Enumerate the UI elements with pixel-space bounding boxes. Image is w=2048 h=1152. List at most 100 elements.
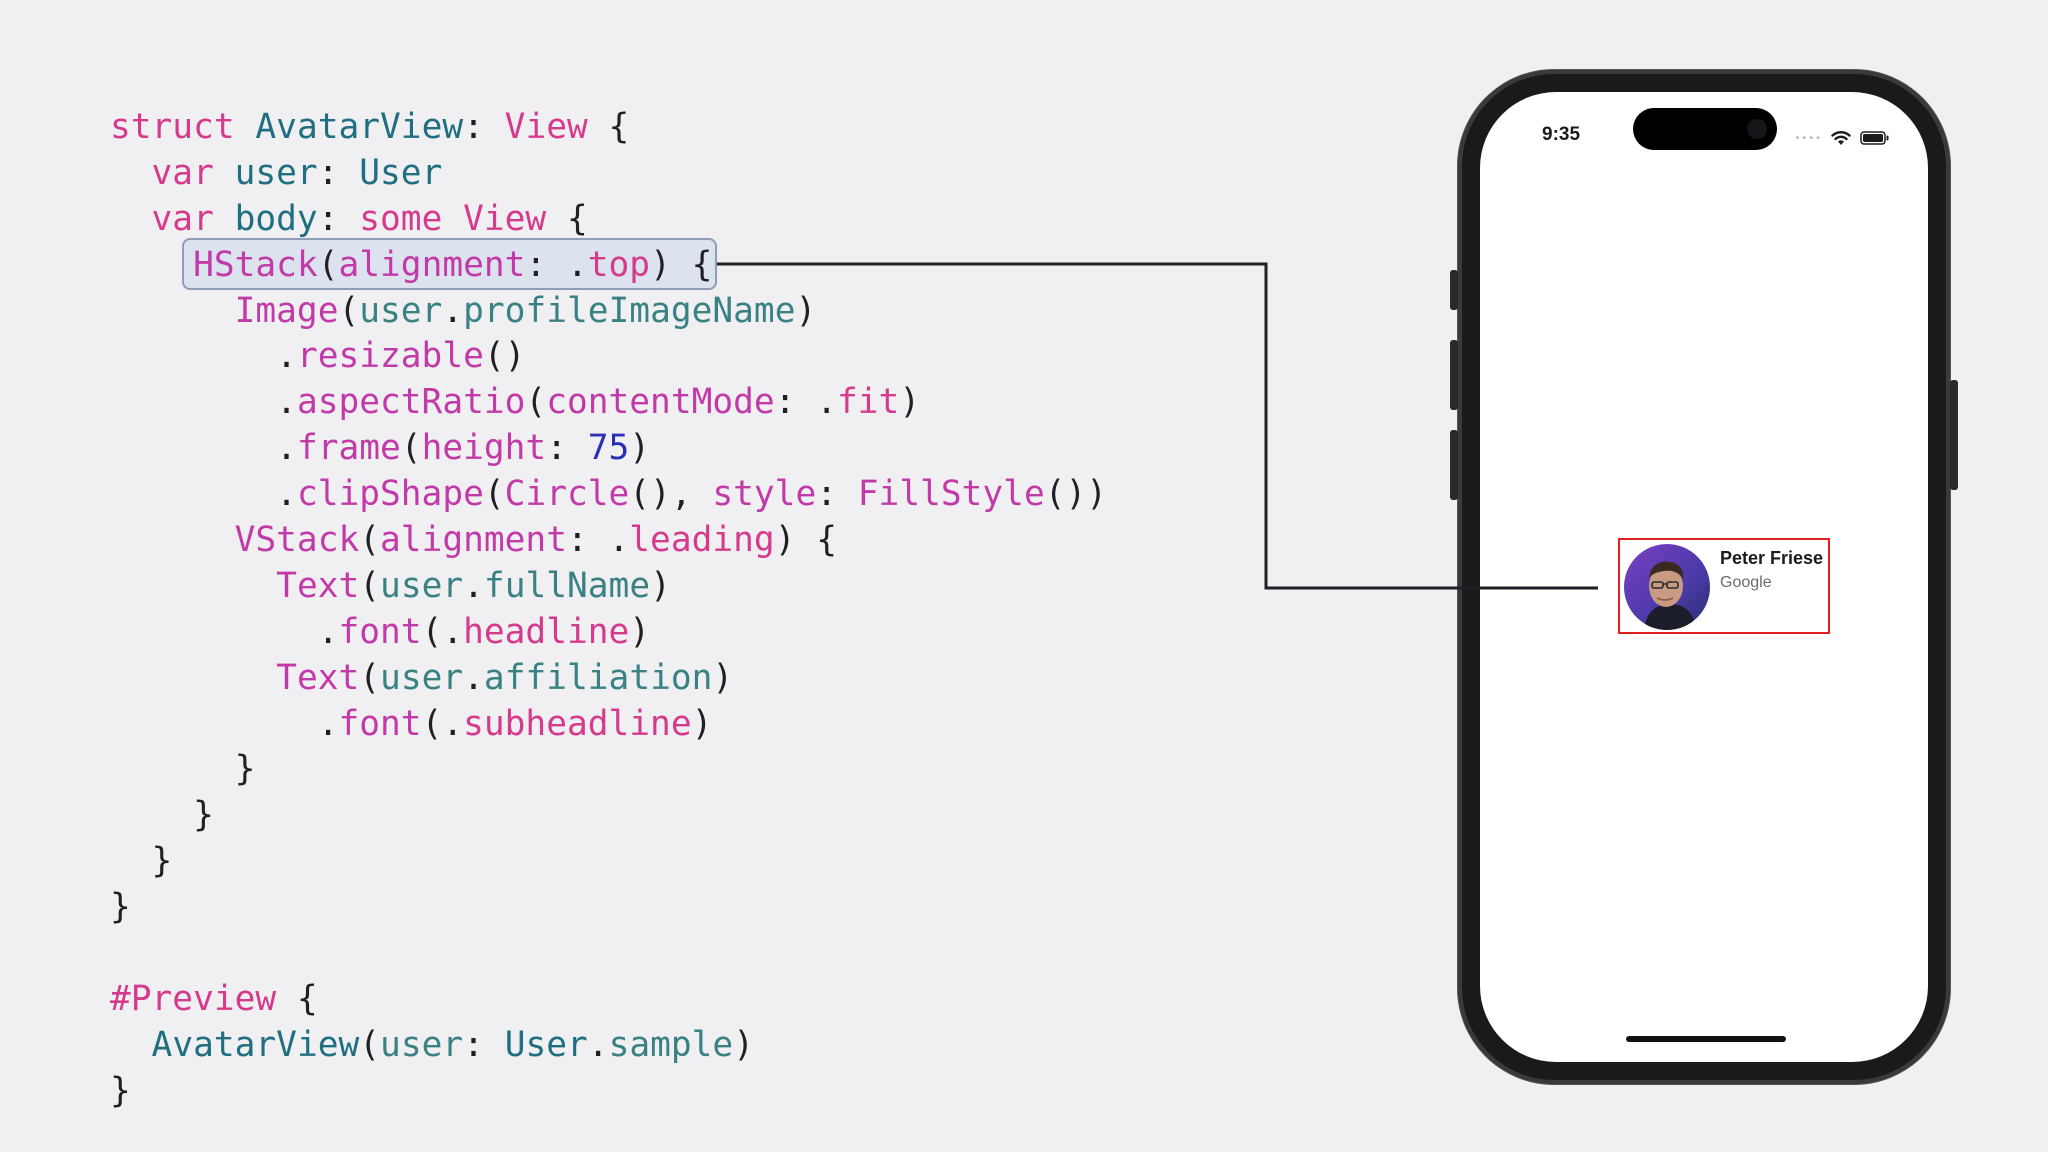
code-token: { (546, 198, 588, 239)
code-line: AvatarView(user: User.sample) (110, 1023, 1107, 1069)
volume-up-button (1450, 340, 1458, 410)
code-token: AvatarView (151, 1024, 360, 1065)
code-line: .resizable() (110, 334, 1107, 380)
code-token: . (110, 474, 297, 515)
code-token: ) { (650, 244, 713, 285)
code-token: 75 (587, 428, 630, 469)
code-token: frame (296, 428, 401, 469)
full-name-text: Peter Friese (1720, 548, 1824, 568)
code-token: user (234, 152, 318, 193)
code-line: .frame(height: 75) (110, 426, 1107, 472)
camera-lens-icon (1747, 119, 1767, 139)
code-token: : (317, 152, 360, 193)
code-token: ) (733, 1024, 754, 1065)
code-token: top (587, 244, 651, 285)
code-line: .clipShape(Circle(), style: FillStyle()) (110, 472, 1107, 518)
affiliation-text: Google (1720, 574, 1772, 591)
code-line: } (110, 839, 1107, 885)
code-token: fullName (483, 565, 651, 606)
code-token: user (380, 657, 464, 698)
code-line: .font(.subheadline) (110, 702, 1107, 748)
code-token: ) (629, 611, 651, 652)
code-token: alignment (380, 520, 567, 561)
code-token: ) (650, 565, 671, 606)
code-token: font (338, 611, 422, 652)
code-token: ( (317, 244, 339, 285)
mute-switch (1450, 270, 1458, 310)
code-line: .aspectRatio(contentMode: .fit) (110, 380, 1107, 426)
code-token: ( (359, 520, 381, 561)
code-token: User (504, 1024, 588, 1065)
code-token: headline (463, 611, 630, 652)
code-line: } (110, 747, 1107, 793)
code-token: . (442, 290, 464, 331)
power-button (1950, 380, 1958, 490)
code-token: . (110, 428, 297, 469)
code-line: } (110, 793, 1107, 839)
code-token: (), (629, 474, 713, 515)
code-line: var user: User (110, 151, 1107, 197)
code-token: alignment (338, 244, 526, 285)
code-token: . (110, 336, 297, 377)
code-token: ()) (1044, 474, 1108, 515)
cellular-signal-icon: •••• (1794, 132, 1822, 144)
code-line: Image(user.profileImageName) (110, 289, 1107, 335)
code-token: . (463, 565, 484, 606)
code-token: FillStyle (857, 474, 1045, 515)
code-token: ( (525, 382, 547, 423)
dynamic-island (1633, 108, 1777, 150)
code-token: user (380, 565, 464, 606)
code-token: (. (421, 703, 464, 744)
code-token: user (380, 1024, 464, 1065)
profile-photo (1624, 544, 1710, 630)
code-token: Text (276, 657, 360, 698)
code-token: some View (359, 198, 547, 239)
code-token: User (359, 152, 443, 193)
code-token: : (463, 107, 505, 147)
code-token: leading (629, 520, 775, 561)
code-editor: struct AvatarView: View { var user: User… (110, 105, 1107, 1115)
code-token: aspectRatio (296, 382, 526, 423)
status-time: 9:35 (1542, 124, 1581, 145)
code-token: fit (837, 382, 900, 423)
code-token: : (546, 428, 588, 469)
code-token: ) (795, 290, 817, 331)
code-token: AvatarView (255, 107, 464, 147)
code-token: affiliation (483, 657, 713, 698)
code-token: { (587, 107, 630, 147)
code-token: } (110, 795, 214, 836)
code-token: } (110, 1070, 131, 1111)
code-token: (. (421, 611, 464, 652)
status-icons: •••• (1794, 130, 1890, 146)
code-token: : . (774, 382, 837, 423)
code-token: struct (110, 107, 256, 147)
code-token: : . (525, 244, 588, 285)
code-token: VStack (234, 520, 360, 561)
code-token: Circle (504, 474, 630, 515)
code-token: . (587, 1024, 609, 1065)
code-token: ) { (774, 520, 837, 561)
code-line: } (110, 1069, 1107, 1115)
code-line: struct AvatarView: View { (110, 105, 1107, 151)
code-token: ( (359, 657, 381, 698)
code-token: View (504, 107, 588, 147)
phone-mockup: 9:35 •••• (1450, 70, 1958, 1084)
code-line: VStack(alignment: .leading) { (110, 518, 1107, 564)
code-token: HStack (193, 244, 318, 285)
wifi-icon (1831, 131, 1851, 145)
code-token: . (110, 611, 339, 652)
code-token: user (359, 290, 443, 331)
code-line-highlighted: HStack(alignment: .top) { (110, 243, 1107, 289)
code-token: : (463, 1024, 505, 1065)
code-token: ( (483, 474, 505, 515)
code-token: () (483, 336, 526, 377)
avatar-view-preview[interactable]: Peter Friese Google (1618, 538, 1830, 634)
code-token: height (421, 428, 547, 469)
battery-icon (1860, 131, 1889, 145)
code-token: font (338, 703, 422, 744)
code-token: var (110, 152, 235, 193)
code-token: { (276, 978, 318, 1019)
code-token: ) (691, 703, 713, 744)
code-token: body (234, 198, 318, 239)
code-token: . (110, 703, 339, 744)
